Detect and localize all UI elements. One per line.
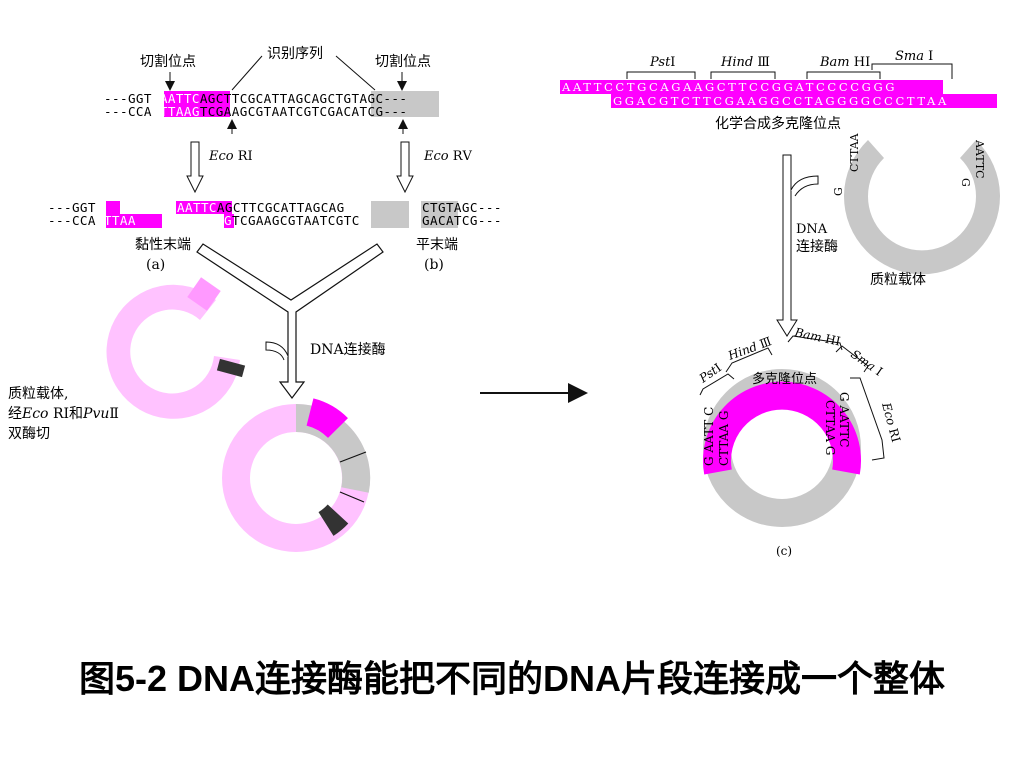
panel-c: PstⅠ Hind Ⅲ Bam HⅠ Sma Ⅰ AATTCCTGCAGAAGC… xyxy=(560,49,1001,558)
frag-right-gray xyxy=(421,201,458,228)
ring-left-seq-a: G AATT C xyxy=(702,407,716,466)
sticky-end-label: 黏性末端 xyxy=(135,237,191,253)
ring-right-seq-a: G AATTC xyxy=(837,392,851,448)
ecori-site-highlight xyxy=(164,91,230,117)
frag-mid-bot-hl xyxy=(224,214,234,228)
frag-left-top-hl xyxy=(106,201,120,214)
down-arrow-right xyxy=(396,141,414,194)
opened-vector xyxy=(843,140,1001,275)
panel-b-label: (b) xyxy=(424,257,444,273)
vector-left-end-a: CTTAA xyxy=(848,132,861,172)
mcs-top-bg xyxy=(560,80,943,94)
ring-site-sma: Sma Ⅰ xyxy=(848,347,885,379)
frag-mid-top-hl xyxy=(176,201,232,214)
ecorv-site-highlight xyxy=(371,91,439,117)
recognition-lines xyxy=(231,55,376,91)
caption-part1: 图 xyxy=(78,659,115,700)
plasmid-open-ring xyxy=(106,284,240,419)
mcs-site-bam: Bam HⅠ xyxy=(819,55,870,70)
ligase-side-branch xyxy=(265,341,289,361)
caption-part3: 片段连接成一个整体 xyxy=(621,659,946,700)
enzyme-ecori-label: Eco RⅠ xyxy=(208,149,253,164)
vector-line2: 经Eco RⅠ和PvuⅡ xyxy=(8,406,119,422)
dna-label: DNA xyxy=(796,222,828,237)
panel-ab: 切割位点 识别序列 切割位点 ---GGTGAATTCAGCTTCGCATTAG… xyxy=(8,46,502,552)
ring-right-seq-b: CTTAA G xyxy=(823,400,837,456)
ring-site-pst: PstⅠ xyxy=(696,360,724,386)
caption-bold2: DNA xyxy=(543,658,622,699)
mcs-site-brackets xyxy=(626,63,953,79)
recombinant-sticky-join xyxy=(305,398,348,439)
down-arrow-left xyxy=(186,141,204,194)
ring-site-hind: Hind Ⅲ xyxy=(725,334,773,363)
ring-left-seq-b: CTTAA G xyxy=(717,411,731,467)
enzyme-ecorv-label: Eco RⅤ xyxy=(423,149,473,164)
cut-site-label-right: 切割位点 xyxy=(375,53,431,70)
cut-site-label-left: 切割位点 xyxy=(140,53,196,70)
synth-mcs-label: 化学合成多克隆位点 xyxy=(715,115,841,132)
vector-right-end-a: AATTC xyxy=(973,139,986,179)
ligation-branch xyxy=(790,175,819,197)
panel-c-label: (c) xyxy=(776,544,792,558)
vector-line3: 双酶切 xyxy=(8,426,50,442)
plasmid-open-sticky xyxy=(187,277,221,311)
blunt-end-label: 平末端 xyxy=(416,237,458,253)
recombinant-tick-1 xyxy=(339,451,367,463)
frag-left-top: ---GGTG xyxy=(48,200,104,215)
mcs-site-sma: Sma Ⅰ xyxy=(895,49,933,64)
mcs-site-pst: PstⅠ xyxy=(649,55,675,70)
final-ring-mcs xyxy=(703,381,861,475)
dna-bottom-strand: ---CCACTTAAGTCGAAGCGTAATCGTCGACATCG--- xyxy=(104,104,407,119)
mcs-bottom-strand: GGACGTCTTCGAAGGCCTAGGGGCCCTTAA xyxy=(613,94,949,108)
dna-top-strand: ---GGTGAATTCAGCTTCGCATTAGCAGCTGTAGC--- xyxy=(104,91,407,106)
ring-mcs-label: 多克隆位点 xyxy=(752,371,817,387)
caption-bold1: 5-2 DNA xyxy=(114,658,255,699)
ligase-merge-arrow xyxy=(196,243,384,399)
ligation-down-arrow xyxy=(776,154,798,337)
recombinant-blunt-join xyxy=(318,504,349,536)
figure-caption: 图5-2 DNA连接酶能把不同的DNA片段连接成一个整体 xyxy=(0,650,1024,702)
ligase-label: DNA连接酶 xyxy=(310,341,386,358)
plasmid-open-blunt xyxy=(216,358,246,378)
mcs-bot-bg xyxy=(611,94,997,108)
vector-left-end-b: G xyxy=(832,187,845,196)
frag-left-bot-hl xyxy=(106,214,162,228)
ligase-short-label: 连接酶 xyxy=(796,238,838,255)
mcs-top-strand: AATTCCTGCAGAAGCTTCCGGATCCCCGGG xyxy=(561,80,897,94)
vector-line1: 质粒载体, xyxy=(8,386,68,402)
frag-right-top: CTGTAGC--- xyxy=(422,200,502,215)
vector-label: 质粒载体 xyxy=(870,272,926,288)
recombinant-tick-2 xyxy=(339,491,365,503)
caption-part2: 连接酶能把不同的 xyxy=(255,659,544,700)
vector-right-end-b: G xyxy=(959,178,972,187)
mcs-site-hind: Hind Ⅲ xyxy=(720,55,770,70)
frag-mid-gray xyxy=(371,201,409,228)
ring-site-eco: Eco RⅠ xyxy=(879,400,903,444)
ring-site-brackets xyxy=(699,335,885,461)
frag-left-bot: ---CCACTTAA xyxy=(48,213,136,228)
panel-a-label: (a) xyxy=(146,257,165,273)
ring-site-bam: Bam HⅠ xyxy=(792,325,842,349)
frag-mid-bot: GTCGAAGCGTAATCGTC xyxy=(224,213,360,228)
frag-right-bot: GACATCG--- xyxy=(422,213,502,228)
recognition-seq-label: 识别序列 xyxy=(267,46,323,62)
frag-mid-top: AATTCAGCTTCGCATTAGCAG xyxy=(177,200,345,215)
